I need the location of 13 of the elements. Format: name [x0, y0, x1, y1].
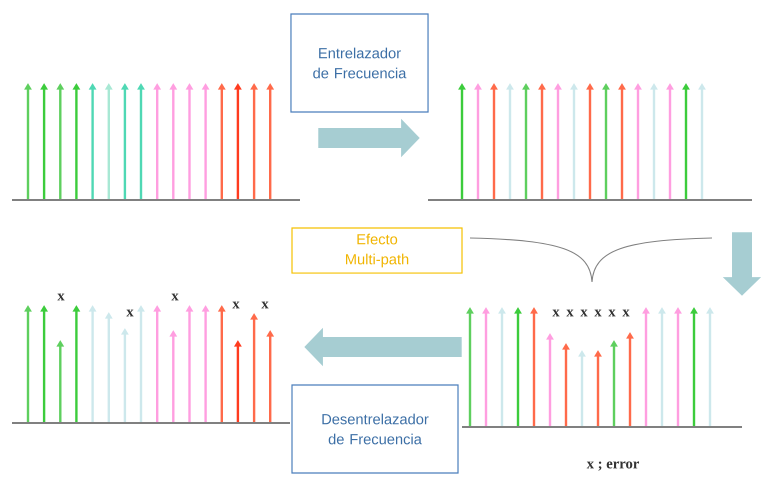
error-mark: x — [566, 310, 574, 316]
error-mark: x — [608, 310, 616, 316]
error-mark: x — [552, 310, 560, 316]
error-mark: x — [580, 310, 588, 316]
label-box: Desentrelazador de Frecuencia — [291, 384, 459, 474]
error-mark: x — [622, 310, 630, 316]
label-box: Entrelazador de Frecuencia — [290, 13, 429, 113]
legend-note: x ; error — [586, 461, 640, 471]
error-mark: x — [232, 302, 240, 308]
error-mark: x — [594, 310, 602, 316]
error-mark: x — [126, 310, 134, 316]
label-box: Efecto Multi-path — [291, 227, 463, 274]
error-mark: x — [261, 302, 269, 308]
